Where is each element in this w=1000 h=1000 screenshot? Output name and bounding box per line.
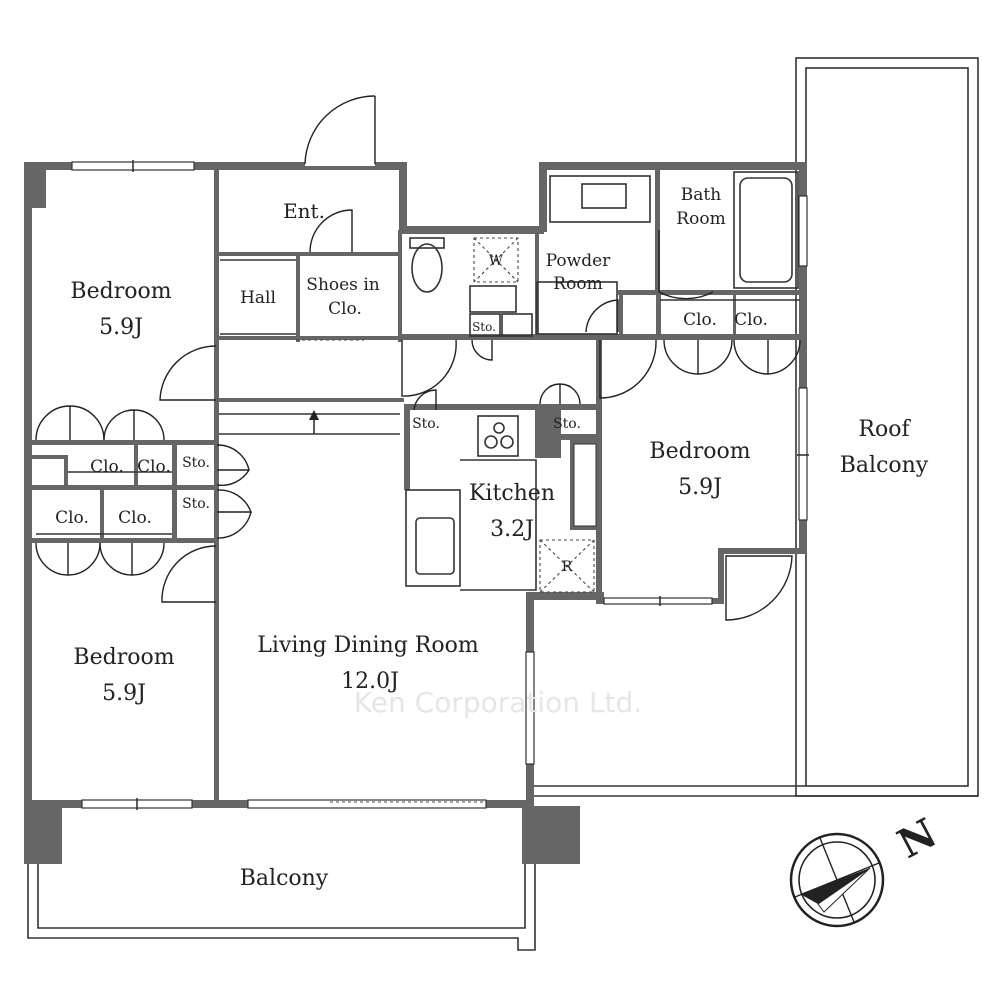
- bedroom-nw-name: Bedroom: [70, 279, 171, 304]
- balcony-outline: [27, 862, 536, 951]
- bedroom-sw-name: Bedroom: [73, 645, 174, 670]
- storage-label: Sto.: [412, 416, 440, 432]
- shoes-closet-label-2: Clo.: [328, 299, 362, 319]
- washer-label: W: [489, 253, 504, 269]
- living-size: 12.0J: [341, 669, 399, 694]
- windows: [71, 160, 809, 810]
- closet-label: Clo.: [90, 457, 124, 477]
- storage-label: Sto.: [182, 455, 210, 471]
- bedroom-e-name: Bedroom: [649, 439, 750, 464]
- compass-icon: N: [789, 809, 944, 928]
- bedroom-nw-size: 5.9J: [99, 315, 143, 340]
- closet-label: Clo.: [734, 310, 768, 330]
- bedroom-sw-size: 5.9J: [102, 681, 146, 706]
- entrance-label: Ent.: [283, 199, 325, 223]
- bedroom-e-size: 5.9J: [678, 475, 722, 500]
- bath-room-label-2: Room: [676, 209, 725, 229]
- closet-label: Clo.: [55, 508, 89, 528]
- doors: [35, 95, 801, 621]
- compass-north-label: N: [890, 809, 944, 868]
- kitchen-size: 3.2J: [490, 517, 534, 542]
- closet-lines: [36, 259, 800, 535]
- closet-label: Clo.: [118, 508, 152, 528]
- living-name: Living Dining Room: [257, 633, 479, 658]
- fridge-label: R: [562, 559, 573, 575]
- fixtures: [405, 171, 799, 593]
- powder-room-label-1: Powder: [546, 251, 611, 271]
- closet-label: Clo.: [137, 457, 171, 477]
- roof-balcony-label-1: Roof: [858, 417, 911, 442]
- closet-label: Clo.: [683, 310, 717, 330]
- balcony-label: Balcony: [240, 866, 329, 891]
- watermark: Ken Corporation Ltd.: [354, 686, 642, 719]
- room-labels: Bedroom 5.9J Bedroom 5.9J Bedroom 5.9J E…: [55, 185, 929, 891]
- storage-label: Sto.: [553, 416, 581, 432]
- shoes-closet-label-1: Shoes in: [306, 275, 379, 295]
- powder-room-label-2: Room: [553, 274, 602, 294]
- entry-arrow: [219, 410, 400, 435]
- hall-label: Hall: [240, 288, 276, 308]
- bath-room-label-1: Bath: [681, 185, 721, 205]
- roof-balcony-outline: [530, 57, 979, 797]
- storage-label: Sto.: [182, 496, 210, 512]
- storage-label: Sto.: [472, 320, 496, 334]
- roof-balcony-label-2: Balcony: [840, 453, 929, 478]
- kitchen-name: Kitchen: [469, 481, 555, 506]
